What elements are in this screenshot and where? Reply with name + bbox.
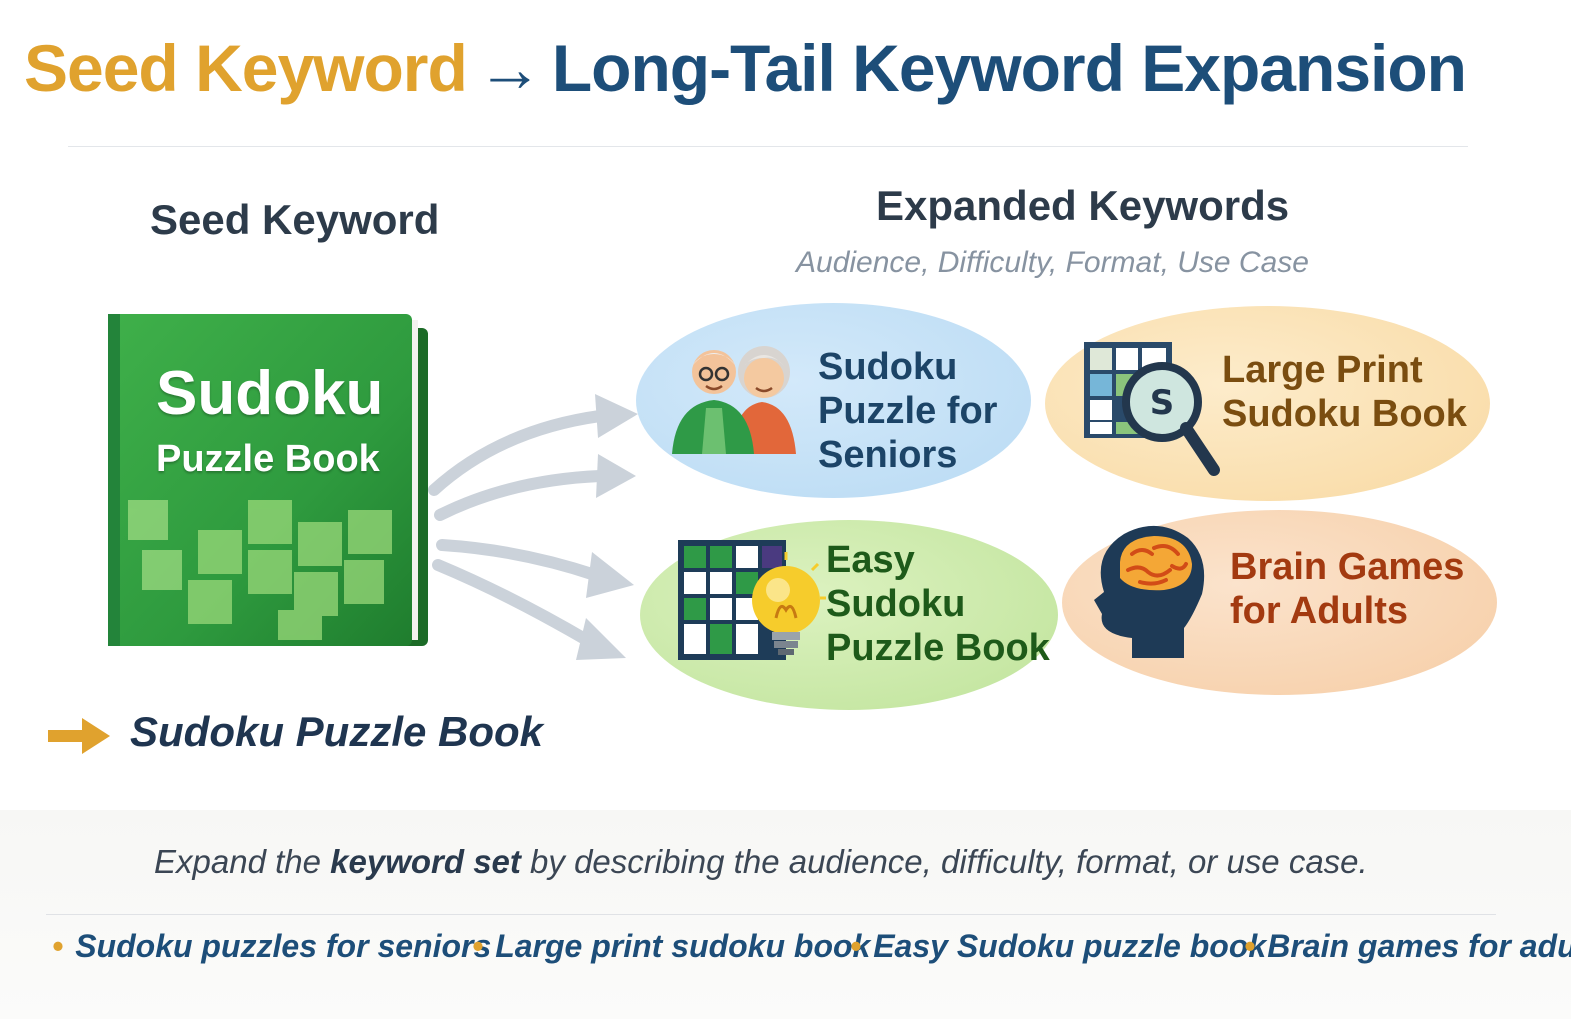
title-divider	[68, 146, 1468, 147]
sudoku-book-illustration: Sudoku Puzzle Book	[108, 310, 430, 650]
keyword-label-seniors: Sudoku Puzzle for Seniors	[818, 346, 998, 476]
keyword-label-large-print: Large Print Sudoku Book	[1222, 349, 1467, 435]
book-icon	[108, 314, 428, 646]
page-title: Seed Keyword→Long-Tail Keyword Expansion	[0, 30, 1490, 106]
seed-keyword-heading: Seed Keyword	[150, 196, 440, 243]
example-keyword-text: Sudoku puzzles for seniors	[75, 928, 492, 964]
example-keyword-text: Easy Sudoku puzzle book	[873, 928, 1267, 964]
book-subtitle: Puzzle Book	[156, 438, 380, 480]
arrow-head-1	[595, 394, 638, 438]
footer-divider	[46, 914, 1496, 915]
footer-description: Expand the keyword set by describing the…	[154, 843, 1368, 881]
arrow-head-4	[576, 618, 626, 660]
footer-text-bold: keyword set	[330, 843, 521, 880]
example-keyword: • Brain games for adults	[1244, 928, 1571, 965]
example-keyword: •Easy Sudoku puzzle book	[850, 928, 1266, 965]
example-keyword-text: Brain games for adults	[1267, 928, 1571, 964]
arrow-head-3	[586, 552, 634, 598]
expanded-keywords-subtitle: Audience, Difficulty, Format, Use Case	[796, 246, 1309, 279]
magnifier-grid-icon: S	[1084, 342, 1220, 476]
svg-text:S: S	[1150, 383, 1175, 423]
book-title: Sudoku	[156, 359, 384, 428]
arrow-right-icon	[48, 718, 110, 754]
example-keyword: •Sudoku puzzles for seniors	[52, 928, 491, 965]
title-rest-part: Long-Tail Keyword Expansion	[551, 31, 1467, 105]
footer-text-before: Expand the	[154, 843, 331, 880]
example-keyword-text: Large print sudoku book	[495, 928, 871, 964]
arrow-head-2	[596, 454, 636, 498]
bullet-dot: •	[1244, 928, 1256, 964]
seniors-icon	[672, 346, 796, 454]
expanded-keywords-heading: Expanded Keywords	[876, 182, 1290, 229]
lightbulb-grid-icon	[678, 540, 826, 660]
title-seed-part: Seed Keyword	[23, 31, 468, 105]
keyword-bubble-seniors	[636, 303, 1031, 498]
keyword-label-easy: Easy Sudoku Puzzle Book	[826, 539, 1050, 669]
keyword-label-brain-games: Brain Games for Adults	[1230, 546, 1465, 632]
bullet-dot: •	[472, 928, 484, 964]
bullet-dot: •	[850, 928, 862, 964]
brain-head-icon	[1094, 525, 1205, 658]
bullet-dot: •	[52, 928, 64, 964]
expansion-arrows	[428, 394, 638, 660]
example-keyword: •Large print sudoku book	[472, 928, 870, 965]
title-arrow-icon: →	[476, 31, 543, 105]
footer-text-after: by describing the audience, difficulty, …	[520, 843, 1368, 880]
seed-keyword-value: Sudoku Puzzle Book	[130, 708, 544, 755]
